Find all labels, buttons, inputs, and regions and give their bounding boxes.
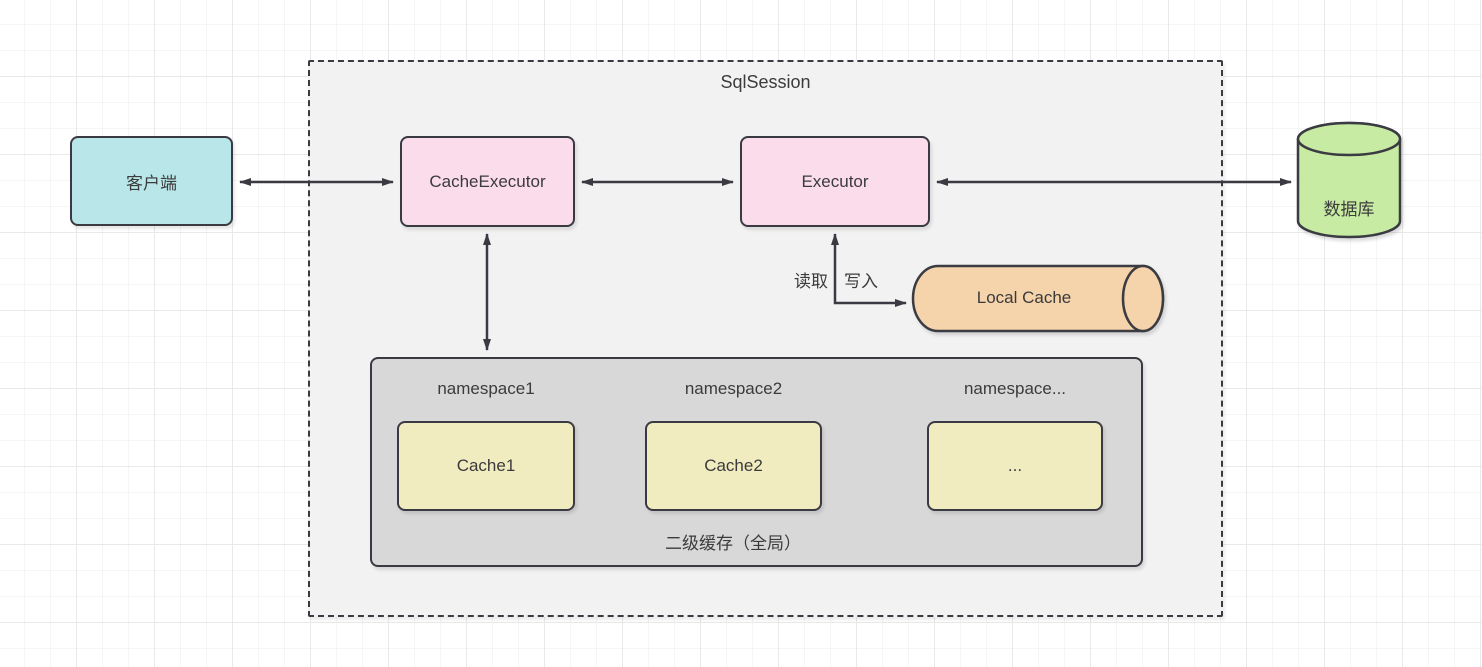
second-level-cache-label: 二级缓存（全局） xyxy=(665,534,801,553)
cache-executor-label: CacheExecutor xyxy=(429,171,546,191)
client-node: 客户端 xyxy=(70,136,233,226)
cache2-label: Cache2 xyxy=(704,456,763,475)
executor-node: Executor xyxy=(740,136,930,227)
local-cache-label: Local Cache xyxy=(976,288,1072,307)
write-edge-label: 写入 xyxy=(844,272,878,291)
namespace1-label: namespace1 xyxy=(437,379,535,398)
namespace2-label: namespace2 xyxy=(684,379,783,398)
cache3-node: ... xyxy=(927,421,1103,511)
sqlsession-title: SqlSession xyxy=(720,72,811,92)
cache2-node: Cache2 xyxy=(645,421,822,511)
cache3-label: ... xyxy=(1007,456,1023,475)
read-edge-label: 读取 xyxy=(794,272,828,291)
namespace3-label: namespace... xyxy=(963,379,1067,398)
cache1-label: Cache1 xyxy=(456,456,516,475)
cache1-node: Cache1 xyxy=(397,421,575,511)
executor-label: Executor xyxy=(801,171,869,191)
database-label: 数据库 xyxy=(1323,200,1375,219)
client-label: 客户端 xyxy=(126,173,177,193)
cache-executor-node: CacheExecutor xyxy=(400,136,575,227)
